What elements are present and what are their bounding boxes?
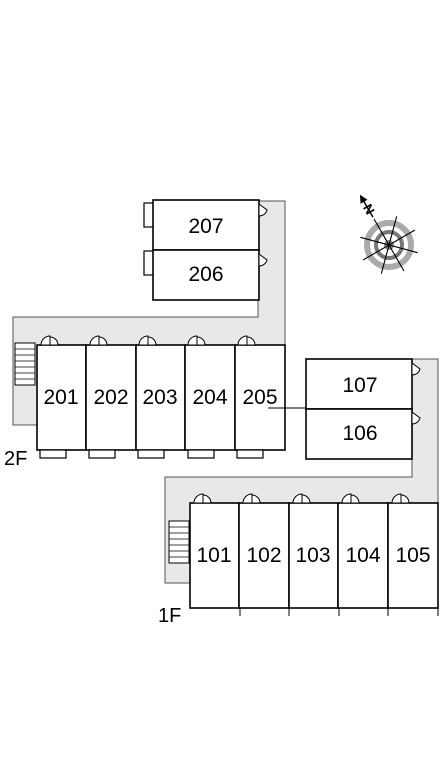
unit-label-106: 106 <box>342 422 377 445</box>
balcony-203 <box>137 449 165 459</box>
unit-label-206: 206 <box>188 263 223 286</box>
balcony-204 <box>187 449 215 459</box>
compass-icon: N <box>360 194 418 274</box>
unit-label-104: 104 <box>345 544 380 567</box>
unit-206 <box>152 249 260 301</box>
unit-204 <box>184 344 236 451</box>
door-icon-102 <box>242 493 261 504</box>
door-icon-106 <box>411 411 421 425</box>
unit-105 <box>387 502 439 609</box>
unit-101 <box>189 502 240 609</box>
unit-104 <box>337 502 389 609</box>
door-icon-201 <box>40 335 59 346</box>
unit-label-203: 203 <box>142 386 177 409</box>
unit-label-107: 107 <box>342 374 377 397</box>
unit-205 <box>234 344 286 451</box>
unit-label-202: 202 <box>93 386 128 409</box>
balcony-202 <box>88 449 116 459</box>
door-icon-207 <box>258 203 268 217</box>
door-icon-103 <box>292 493 311 504</box>
unit-label-201: 201 <box>43 386 78 409</box>
row-2f: 201 202 203 204 205 <box>36 335 286 459</box>
unit-label-102: 102 <box>246 544 281 567</box>
door-icon-204 <box>187 335 206 346</box>
unit-label-205: 205 <box>242 386 277 409</box>
floor-label-1f: 1F <box>158 605 181 627</box>
door-icon-203 <box>138 335 157 346</box>
unit-label-207: 207 <box>188 215 223 238</box>
compass-north-label: N <box>360 201 378 217</box>
unit-106 <box>305 408 413 460</box>
balcony-201 <box>39 449 67 459</box>
unit-107 <box>305 358 413 410</box>
floor-label-2f: 2F <box>4 448 27 470</box>
unit-202 <box>85 344 137 451</box>
unit-label-204: 204 <box>192 386 227 409</box>
row-1f: 101 102 103 104 105 <box>189 493 439 616</box>
door-icon-205 <box>237 335 256 346</box>
door-icon-107 <box>411 362 421 376</box>
stair-2f <box>14 342 36 386</box>
unit-102 <box>238 502 290 609</box>
stair-1f <box>168 520 190 564</box>
door-icon-206 <box>258 253 268 267</box>
unit-label-103: 103 <box>295 544 330 567</box>
balcony-205 <box>236 449 264 459</box>
door-icon-104 <box>341 493 360 504</box>
unit-label-105: 105 <box>395 544 430 567</box>
unit-label-101: 101 <box>196 544 231 567</box>
door-icon-101 <box>193 493 212 504</box>
door-icon-202 <box>89 335 108 346</box>
door-icon-105 <box>391 493 410 504</box>
